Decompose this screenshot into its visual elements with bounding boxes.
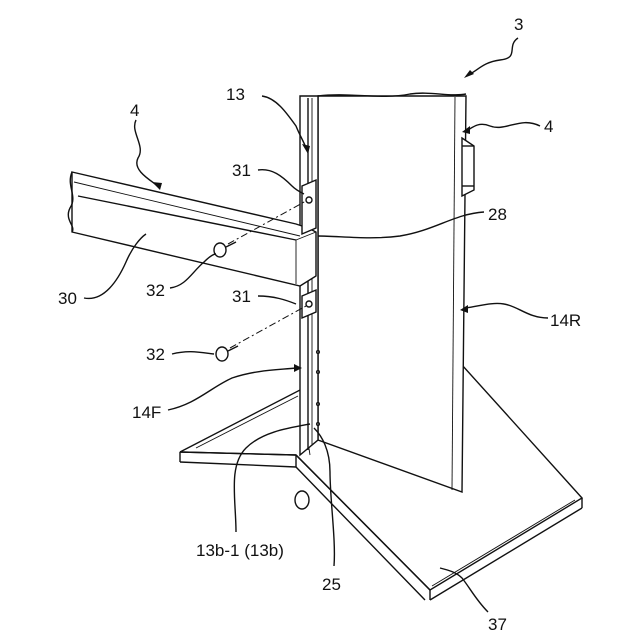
label-30: 30 [58,289,77,308]
post-14R [318,93,466,492]
label-13: 13 [226,85,245,104]
label-32-top: 32 [146,281,165,300]
arm-30 [68,172,316,286]
right-arm-stub [462,138,474,196]
label-28: 28 [488,205,507,224]
screw-32-bottom [216,306,306,361]
label-4-right: 4 [544,117,553,136]
label-3: 3 [514,15,523,34]
label-4-left: 4 [130,101,139,120]
label-31-bottom: 31 [232,287,251,306]
label-14R: 14R [550,311,581,330]
label-31-top: 31 [232,161,251,180]
label-14F: 14F [132,403,161,422]
label-25: 25 [322,575,341,594]
label-13b-1: 13b-1 (13b) [196,541,284,560]
label-32-bottom: 32 [146,345,165,364]
bracket-31-top [302,180,316,234]
label-37: 37 [488,615,507,634]
